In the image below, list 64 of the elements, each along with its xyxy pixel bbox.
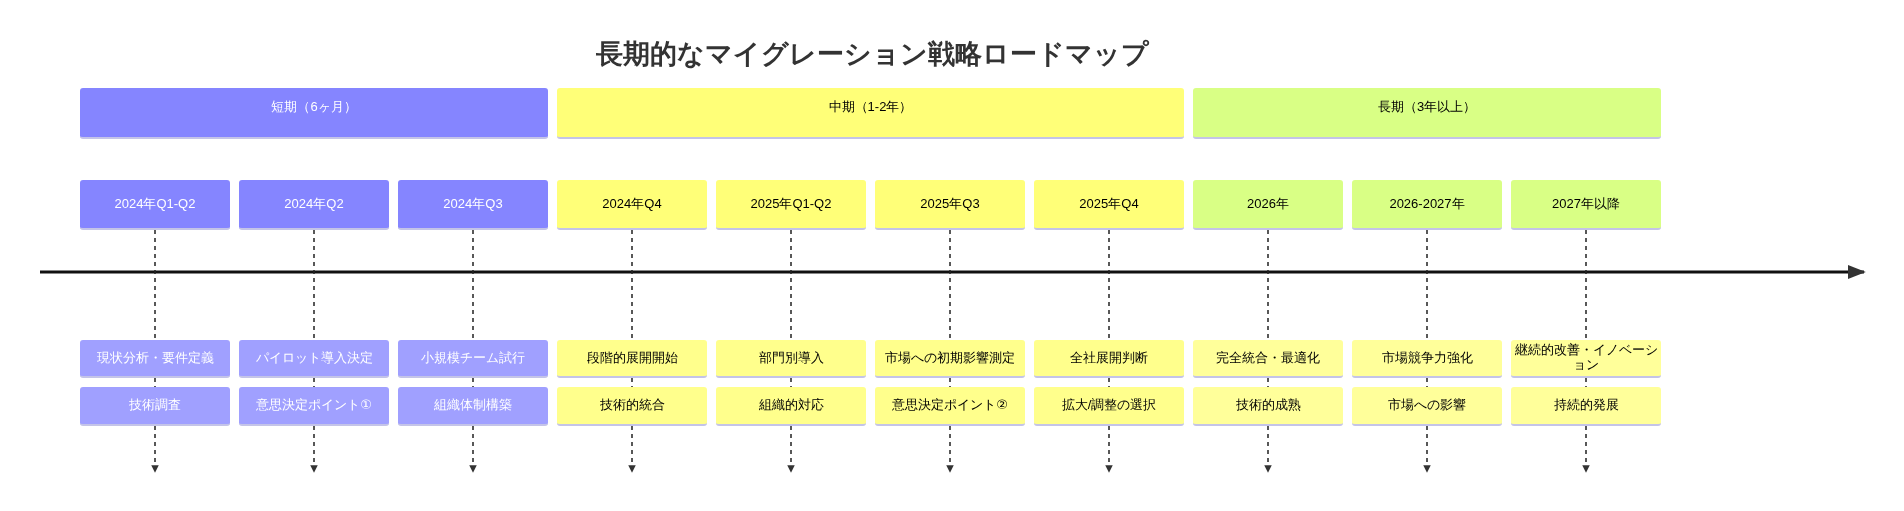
phase-band: 中期（1-2年） bbox=[557, 88, 1184, 139]
dashed-arrow bbox=[1105, 425, 1113, 473]
event-box: 意思決定ポイント② bbox=[875, 387, 1025, 426]
event-box: 段階的展開開始 bbox=[557, 340, 707, 378]
dashed-line bbox=[949, 229, 951, 341]
dashed-line bbox=[313, 229, 315, 341]
dashed-arrow bbox=[787, 425, 795, 473]
event-box: 持続的発展 bbox=[1511, 387, 1661, 426]
event-box: 部門別導入 bbox=[716, 340, 866, 378]
dashed-line bbox=[154, 229, 156, 341]
dashed-arrow bbox=[151, 425, 159, 473]
event-box: 技術的成熟 bbox=[1193, 387, 1343, 426]
event-box: 技術調査 bbox=[80, 387, 230, 426]
dashed-line bbox=[790, 229, 792, 341]
dashed-line bbox=[1267, 377, 1269, 388]
dashed-line bbox=[1585, 229, 1587, 341]
event-box: 市場への影響 bbox=[1352, 387, 1502, 426]
period-box: 2024年Q2 bbox=[239, 180, 389, 230]
phase-band: 短期（6ヶ月） bbox=[80, 88, 548, 139]
period-box: 2024年Q1-Q2 bbox=[80, 180, 230, 230]
dashed-arrow bbox=[1582, 425, 1590, 473]
dashed-line bbox=[631, 229, 633, 341]
dashed-line bbox=[472, 229, 474, 341]
event-box: 意思決定ポイント① bbox=[239, 387, 389, 426]
period-box: 2024年Q4 bbox=[557, 180, 707, 230]
event-box: 現状分析・要件定義 bbox=[80, 340, 230, 378]
period-box: 2025年Q3 bbox=[875, 180, 1025, 230]
dashed-line bbox=[790, 377, 792, 388]
event-box: 組織的対応 bbox=[716, 387, 866, 426]
period-box: 2027年以降 bbox=[1511, 180, 1661, 230]
period-box: 2024年Q3 bbox=[398, 180, 548, 230]
diagram-title: 長期的なマイグレーション戦略ロードマップ bbox=[595, 38, 1149, 71]
event-box: 市場競争力強化 bbox=[1352, 340, 1502, 378]
dashed-line bbox=[1426, 229, 1428, 341]
dashed-line bbox=[1108, 229, 1110, 341]
dashed-arrow bbox=[1423, 425, 1431, 473]
event-box: パイロット導入決定 bbox=[239, 340, 389, 378]
dashed-arrow bbox=[310, 425, 318, 473]
event-box: 拡大/調整の選択 bbox=[1034, 387, 1184, 426]
event-box: 継続的改善・イノベーション bbox=[1511, 340, 1661, 378]
dashed-line bbox=[472, 377, 474, 388]
dashed-arrow bbox=[469, 425, 477, 473]
dashed-line bbox=[1426, 377, 1428, 388]
event-box: 市場への初期影響測定 bbox=[875, 340, 1025, 378]
dashed-arrow bbox=[946, 425, 954, 473]
period-box: 2025年Q1-Q2 bbox=[716, 180, 866, 230]
event-box: 組織体制構築 bbox=[398, 387, 548, 426]
dashed-line bbox=[949, 377, 951, 388]
dashed-line bbox=[1267, 229, 1269, 341]
period-box: 2026年 bbox=[1193, 180, 1343, 230]
dashed-line bbox=[313, 377, 315, 388]
period-box: 2025年Q4 bbox=[1034, 180, 1184, 230]
dashed-arrow bbox=[628, 425, 636, 473]
phase-band: 長期（3年以上） bbox=[1193, 88, 1661, 139]
dashed-line bbox=[1585, 377, 1587, 388]
dashed-arrow bbox=[1264, 425, 1272, 473]
dashed-line bbox=[154, 377, 156, 388]
event-box: 全社展開判断 bbox=[1034, 340, 1184, 378]
event-box: 完全統合・最適化 bbox=[1193, 340, 1343, 378]
event-box: 小規模チーム試行 bbox=[398, 340, 548, 378]
event-box: 技術的統合 bbox=[557, 387, 707, 426]
dashed-line bbox=[1108, 377, 1110, 388]
period-box: 2026-2027年 bbox=[1352, 180, 1502, 230]
dashed-line bbox=[631, 377, 633, 388]
